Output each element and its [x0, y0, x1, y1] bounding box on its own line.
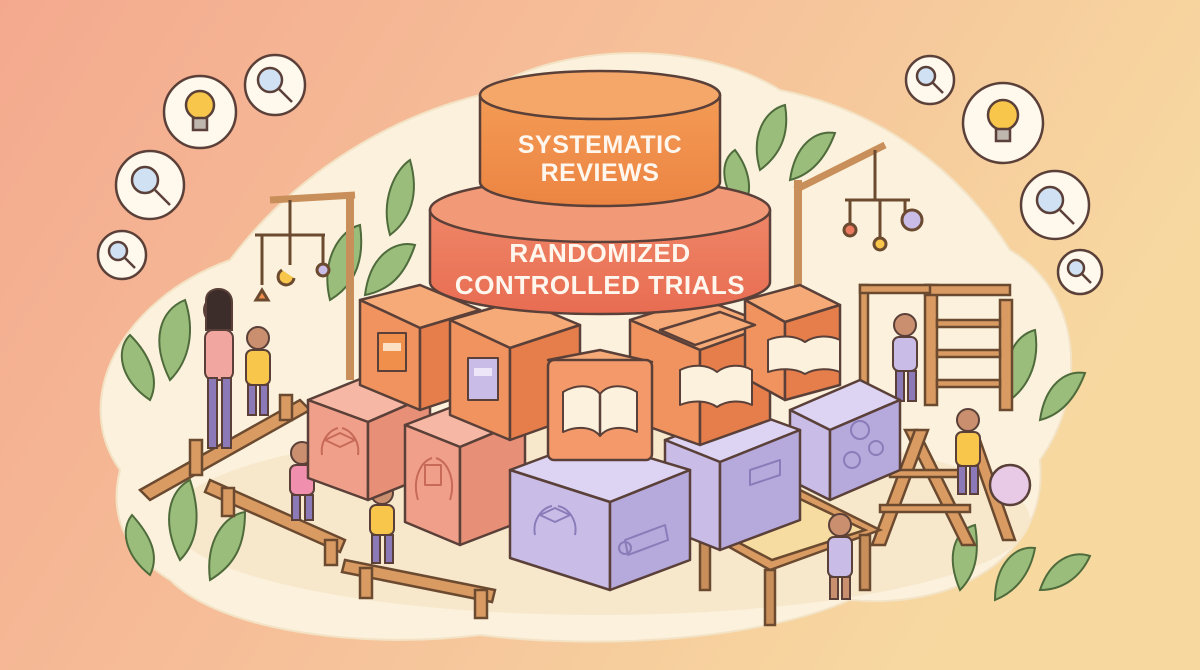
magnifier-icon	[1019, 169, 1091, 241]
open-book-icon	[679, 364, 753, 408]
magnifier-icon	[96, 229, 148, 281]
ball	[988, 463, 1032, 507]
child-figure	[892, 313, 918, 402]
lightbulb-icon	[961, 81, 1045, 165]
orange-block	[658, 310, 757, 408]
balance-beams	[137, 393, 497, 620]
graduation-cap-icon	[320, 427, 360, 456]
salmon-block	[403, 398, 527, 547]
diploma-icon	[618, 524, 669, 556]
left-mobile	[253, 191, 356, 380]
floating-icons	[96, 53, 1104, 296]
gear-icon	[843, 420, 884, 469]
top-tier	[478, 69, 722, 208]
adult-figure	[203, 288, 234, 449]
book-icon	[467, 357, 499, 401]
child-figure	[245, 326, 271, 416]
open-book-icon	[562, 385, 638, 437]
laurel-icon	[414, 457, 454, 501]
lightbulb-icon	[162, 74, 238, 150]
magnifier-icon	[1056, 248, 1104, 296]
graduation-cap-icon	[533, 505, 577, 536]
magnifier-icon	[114, 149, 186, 221]
lavender-block-front	[508, 438, 692, 592]
child-figure	[955, 408, 981, 495]
orange-block-center	[546, 348, 654, 462]
open-book-icon	[767, 335, 841, 375]
second-tier-label-line1: RANDOMIZED	[509, 238, 690, 268]
child-figure	[827, 513, 853, 600]
second-tier-label-line2: CONTROLLED TRIALS	[455, 270, 745, 300]
pyramid	[306, 69, 902, 592]
sandbox-table	[686, 488, 884, 627]
magnifier-icon	[243, 53, 307, 117]
right-mobile	[793, 141, 924, 330]
pyramid-labels: SYSTEMATIC REVIEWS RANDOMIZED CONTROLLED…	[455, 131, 745, 300]
top-tier-label-line1: SYSTEMATIC	[518, 131, 682, 159]
diploma-icon	[749, 459, 781, 486]
magnifier-icon	[904, 54, 956, 106]
climbing-frame	[858, 283, 1014, 412]
orange-block	[743, 283, 842, 402]
book-icon	[377, 332, 407, 372]
top-tier-label-line2: REVIEWS	[541, 159, 660, 187]
